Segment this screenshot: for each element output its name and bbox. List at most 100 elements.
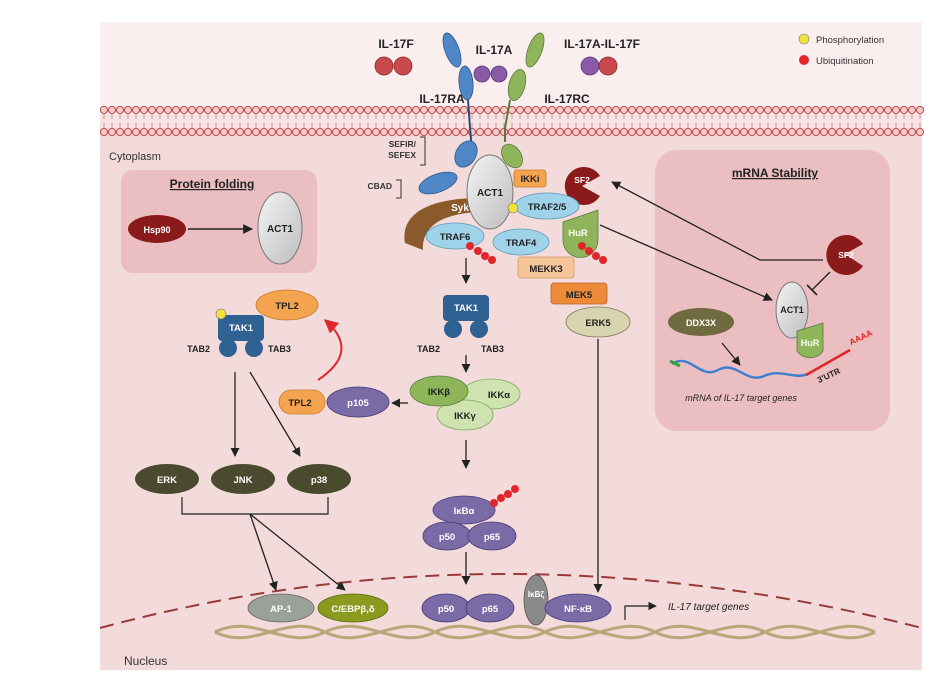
lipid-head [611, 105, 621, 115]
protein-folding-panel: Protein folding Hsp90 ACT1 [121, 170, 317, 273]
lipid-head [859, 105, 869, 115]
tak1-left-node [218, 315, 264, 341]
sefex-label: SEFEX [388, 150, 416, 160]
lipid-head [163, 105, 173, 115]
lipid-head [435, 127, 445, 137]
lipid-head [755, 105, 765, 115]
lipid-head [299, 105, 309, 115]
mek5-node [550, 282, 608, 305]
mrna-stability-title: mRNA Stability [732, 166, 819, 180]
lipid-head [331, 105, 341, 115]
lipid-head [347, 127, 357, 137]
il17a-il17f-label: IL-17A-IL-17F [564, 37, 640, 51]
lipid-head [443, 127, 453, 137]
lipid-head [563, 127, 573, 137]
lipid-head [435, 105, 445, 115]
lipid-head [643, 105, 653, 115]
lipid-head [427, 105, 437, 115]
lipid-head [131, 105, 141, 115]
lipid-head [451, 127, 461, 137]
ligand-il17a-il17f: IL-17A-IL-17F [564, 37, 640, 76]
lipid-head [731, 105, 741, 115]
lipid-head [243, 105, 253, 115]
lipid-head [579, 105, 589, 115]
nuclear-envelope [99, 573, 923, 629]
lipid-head [539, 127, 549, 137]
tab2-center-label: TAB2 [417, 344, 440, 354]
phosphorylation-legend-icon [798, 33, 810, 45]
protein-folding-title: Protein folding [170, 177, 255, 191]
lipid-head [515, 127, 525, 137]
cell-membrane [99, 105, 925, 137]
lipid-head [587, 127, 597, 137]
mrna-stability-panel: mRNA Stability SF2 ACT1 HuR DDX3X AAAA 3… [655, 150, 890, 431]
mekk3-node [517, 256, 575, 279]
tab2-left-label: TAB2 [187, 344, 210, 354]
sf2-mrna-node [826, 235, 863, 275]
sf2-inhibition-line [811, 271, 831, 291]
lipid-head [235, 105, 245, 115]
lipid-head [899, 105, 909, 115]
lipid-head [187, 105, 197, 115]
hur-mrna-node [796, 322, 824, 359]
lipid-head [171, 105, 181, 115]
lipid-head [211, 127, 221, 137]
erk-label: ERK [157, 475, 177, 486]
jnk-node [211, 464, 275, 494]
lipid-head [643, 127, 653, 137]
lipid-head [803, 127, 813, 137]
lipid-head [915, 127, 925, 137]
lipid-head [355, 105, 365, 115]
p38-node [287, 464, 351, 494]
lipid-head [651, 105, 661, 115]
ap1-node [247, 593, 315, 623]
lipid-head [867, 127, 877, 137]
mrna-polya-tail [805, 348, 851, 377]
cbad-bracket [396, 179, 402, 199]
sefir-bracket [420, 136, 426, 166]
legend-ubiquitination: Ubiquitination [816, 56, 874, 67]
lipid-head [827, 105, 837, 115]
mek5-label: MEK5 [566, 290, 593, 301]
act1-label: ACT1 [477, 188, 504, 199]
tpl2-top-node [255, 289, 319, 321]
lipid-head [739, 127, 749, 137]
lipid-head [259, 105, 269, 115]
lipid-head [315, 127, 325, 137]
lipid-head [715, 127, 725, 137]
act1-folding-node [257, 191, 303, 265]
lipid-head [515, 105, 525, 115]
lipid-head [267, 127, 277, 137]
lipid-head [555, 105, 565, 115]
lipid-head [659, 127, 669, 137]
lipid-head [411, 105, 421, 115]
lipid-head [843, 127, 853, 137]
syk-node [404, 198, 478, 250]
act1-mrna-node [775, 281, 809, 339]
lipid-head [107, 127, 117, 137]
lipid-head [147, 105, 157, 115]
lipid-head [835, 127, 845, 137]
lipid-head [283, 127, 293, 137]
lipid-head [395, 105, 405, 115]
traf6-ubiquitin-chain [466, 242, 496, 264]
hsp90-label: Hsp90 [143, 225, 170, 235]
lipid-head [475, 105, 485, 115]
tpl2-bottom-node [278, 389, 326, 415]
lipid-head [99, 105, 109, 115]
lipid-head [763, 127, 773, 137]
tab2-center-node [444, 320, 462, 338]
lipid-head [355, 127, 365, 137]
nfkb-label: NF-κB [564, 604, 592, 615]
lipid-head [275, 105, 285, 115]
lipid-head [387, 127, 397, 137]
lipid-head [579, 127, 589, 137]
lipid-head [635, 105, 645, 115]
lipid-head [251, 127, 261, 137]
lipid-head [115, 127, 125, 137]
hur-mrna-label: HuR [801, 338, 820, 348]
lipid-head [155, 105, 165, 115]
lipid-head [699, 127, 709, 137]
lipid-head [811, 127, 821, 137]
lipid-head [131, 127, 141, 137]
